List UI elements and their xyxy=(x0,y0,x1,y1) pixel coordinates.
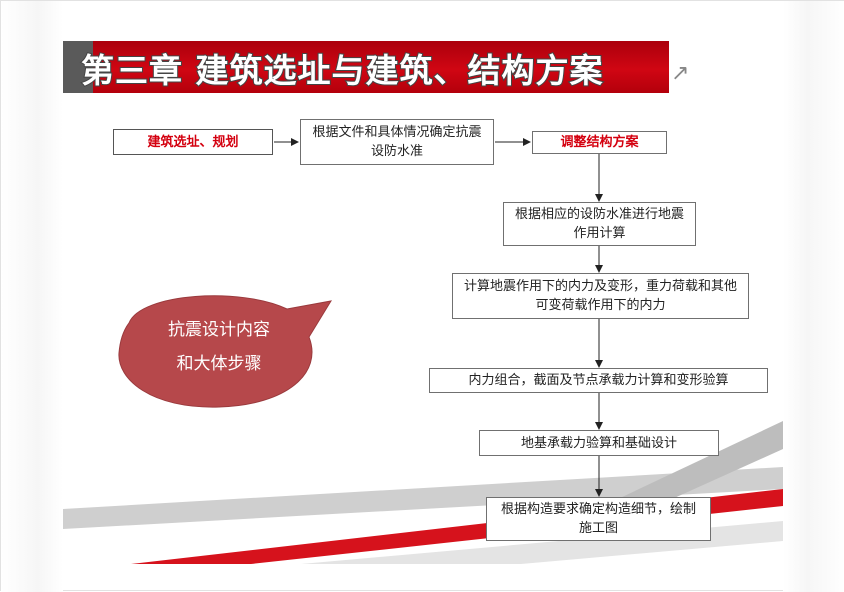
speech-bubble-line-2: 和大体步骤 xyxy=(176,354,262,374)
page-title: 第三章 建筑选址与建筑、结构方案 xyxy=(80,50,604,91)
flow-box-site-planning: 建筑选址、规划 xyxy=(113,129,273,155)
title-bar-left-block xyxy=(63,41,93,93)
flow-box-detail-drawing: 根据构造要求确定构造细节，绘制施工图 xyxy=(486,497,711,541)
stripe-gray-band xyxy=(63,467,783,529)
flow-box-fortification-level: 根据文件和具体情况确定抗震设防水准 xyxy=(300,119,494,165)
title-bar xyxy=(63,41,669,93)
flow-box-foundation-design: 地基承载力验算和基础设计 xyxy=(479,430,719,456)
left-shade xyxy=(1,1,63,592)
title-trailing-glyph: ↗ xyxy=(671,61,690,86)
right-shade xyxy=(783,1,844,592)
flow-box-seismic-action: 根据相应的设防水准进行地震作用计算 xyxy=(503,202,696,246)
stripe-gray-wedge xyxy=(601,421,783,513)
flow-box-force-combination: 内力组合，截面及节点承载力计算和变形验算 xyxy=(429,368,768,393)
speech-bubble-shape xyxy=(118,295,333,408)
speech-bubble-line-1: 抗震设计内容 xyxy=(168,320,270,340)
speech-bubble-text: 抗震设计内容 和大体步骤 xyxy=(129,313,309,397)
flow-box-internal-force: 计算地震作用下的内力及变形，重力荷载和其他可变荷载作用下的内力 xyxy=(452,273,749,319)
flow-box-adjust-structure: 调整结构方案 xyxy=(532,131,667,154)
